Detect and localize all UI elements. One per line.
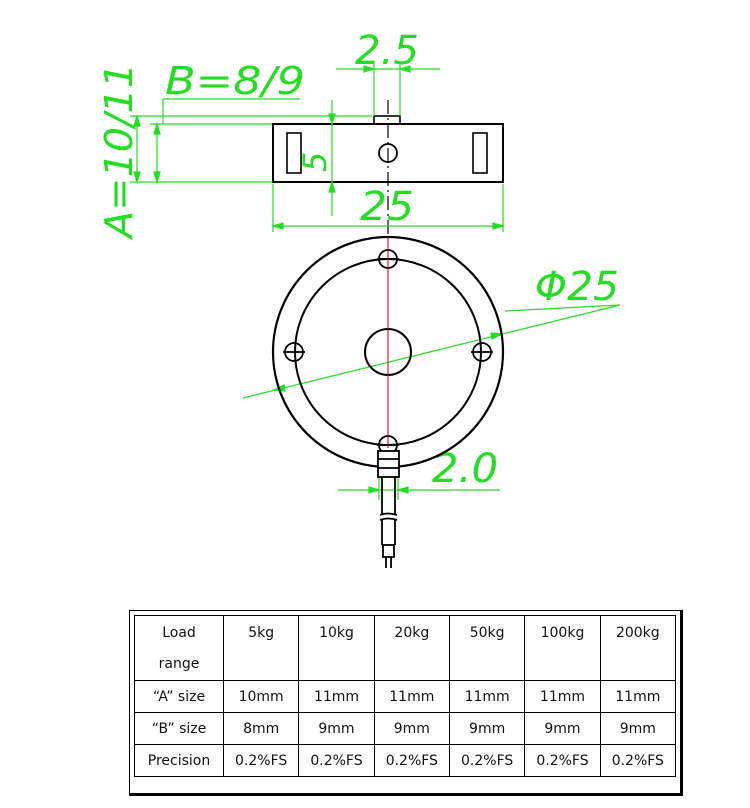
technical-drawing: 2.5 B=8/9 A=10/11 5 25 Φ25 2.0 [97,28,621,568]
dim-a: A=10/11 [97,63,141,241]
load-range-label: Load range [134,615,224,681]
row-label: “A” size [134,680,224,713]
table-row: “A” size 10mm 11mm 11mm 11mm 11mm 11mm [134,680,677,713]
table-cell: 0.2%FS [298,744,375,777]
dimensions [130,64,621,500]
table-cell: 0.2%FS [599,744,677,777]
spec-table: Load range 5kg 10kg 20kg 50kg 100kg 200k… [134,615,677,777]
table-cell: 11mm [373,680,450,713]
top-tab [373,115,401,125]
dim-width: 25 [360,184,414,230]
range-cell: 200kg [599,615,677,681]
dim-top-slot: 2.5 [355,28,419,74]
table-cell: 0.2%FS [373,744,450,777]
dim-diameter: Φ25 [535,264,619,310]
table-cell: 11mm [524,680,601,713]
mount-hole-left [283,342,305,362]
table-cell: 9mm [524,712,601,745]
table-cell: 8mm [222,712,300,745]
table-row: “B” size 8mm 9mm 9mm 9mm 9mm 9mm [134,712,677,745]
range-cell: 50kg [448,615,526,681]
table-cell: 0.2%FS [222,744,300,777]
table-row: Precision 0.2%FS 0.2%FS 0.2%FS 0.2%FS 0.… [134,744,677,777]
mount-hole-right [471,342,493,362]
row-label: Precision [134,744,224,777]
table-cell: 11mm [448,680,526,713]
table-cell: 11mm [599,680,677,713]
table-cell: 9mm [448,712,526,745]
spec-table-frame: Load range 5kg 10kg 20kg 50kg 100kg 200k… [129,610,683,796]
table-header-row: Load range 5kg 10kg 20kg 50kg 100kg 200k… [134,615,677,681]
table-cell: 9mm [298,712,375,745]
dim-height: 5 [296,152,334,172]
range-cell: 5kg [222,615,300,681]
table-cell: 11mm [298,680,375,713]
cable-connector [377,450,400,568]
table-cell: 0.2%FS [448,744,526,777]
table-cell: 9mm [373,712,450,745]
dim-b: B=8/9 [165,59,305,103]
row-label: “B” size [134,712,224,745]
range-cell: 10kg [298,615,375,681]
left-slot [286,132,302,174]
right-slot [472,132,488,174]
table-cell: 0.2%FS [524,744,601,777]
range-cell: 20kg [373,615,450,681]
range-cell: 100kg [524,615,601,681]
table-cell: 9mm [599,712,677,745]
table-cell: 10mm [222,680,300,713]
